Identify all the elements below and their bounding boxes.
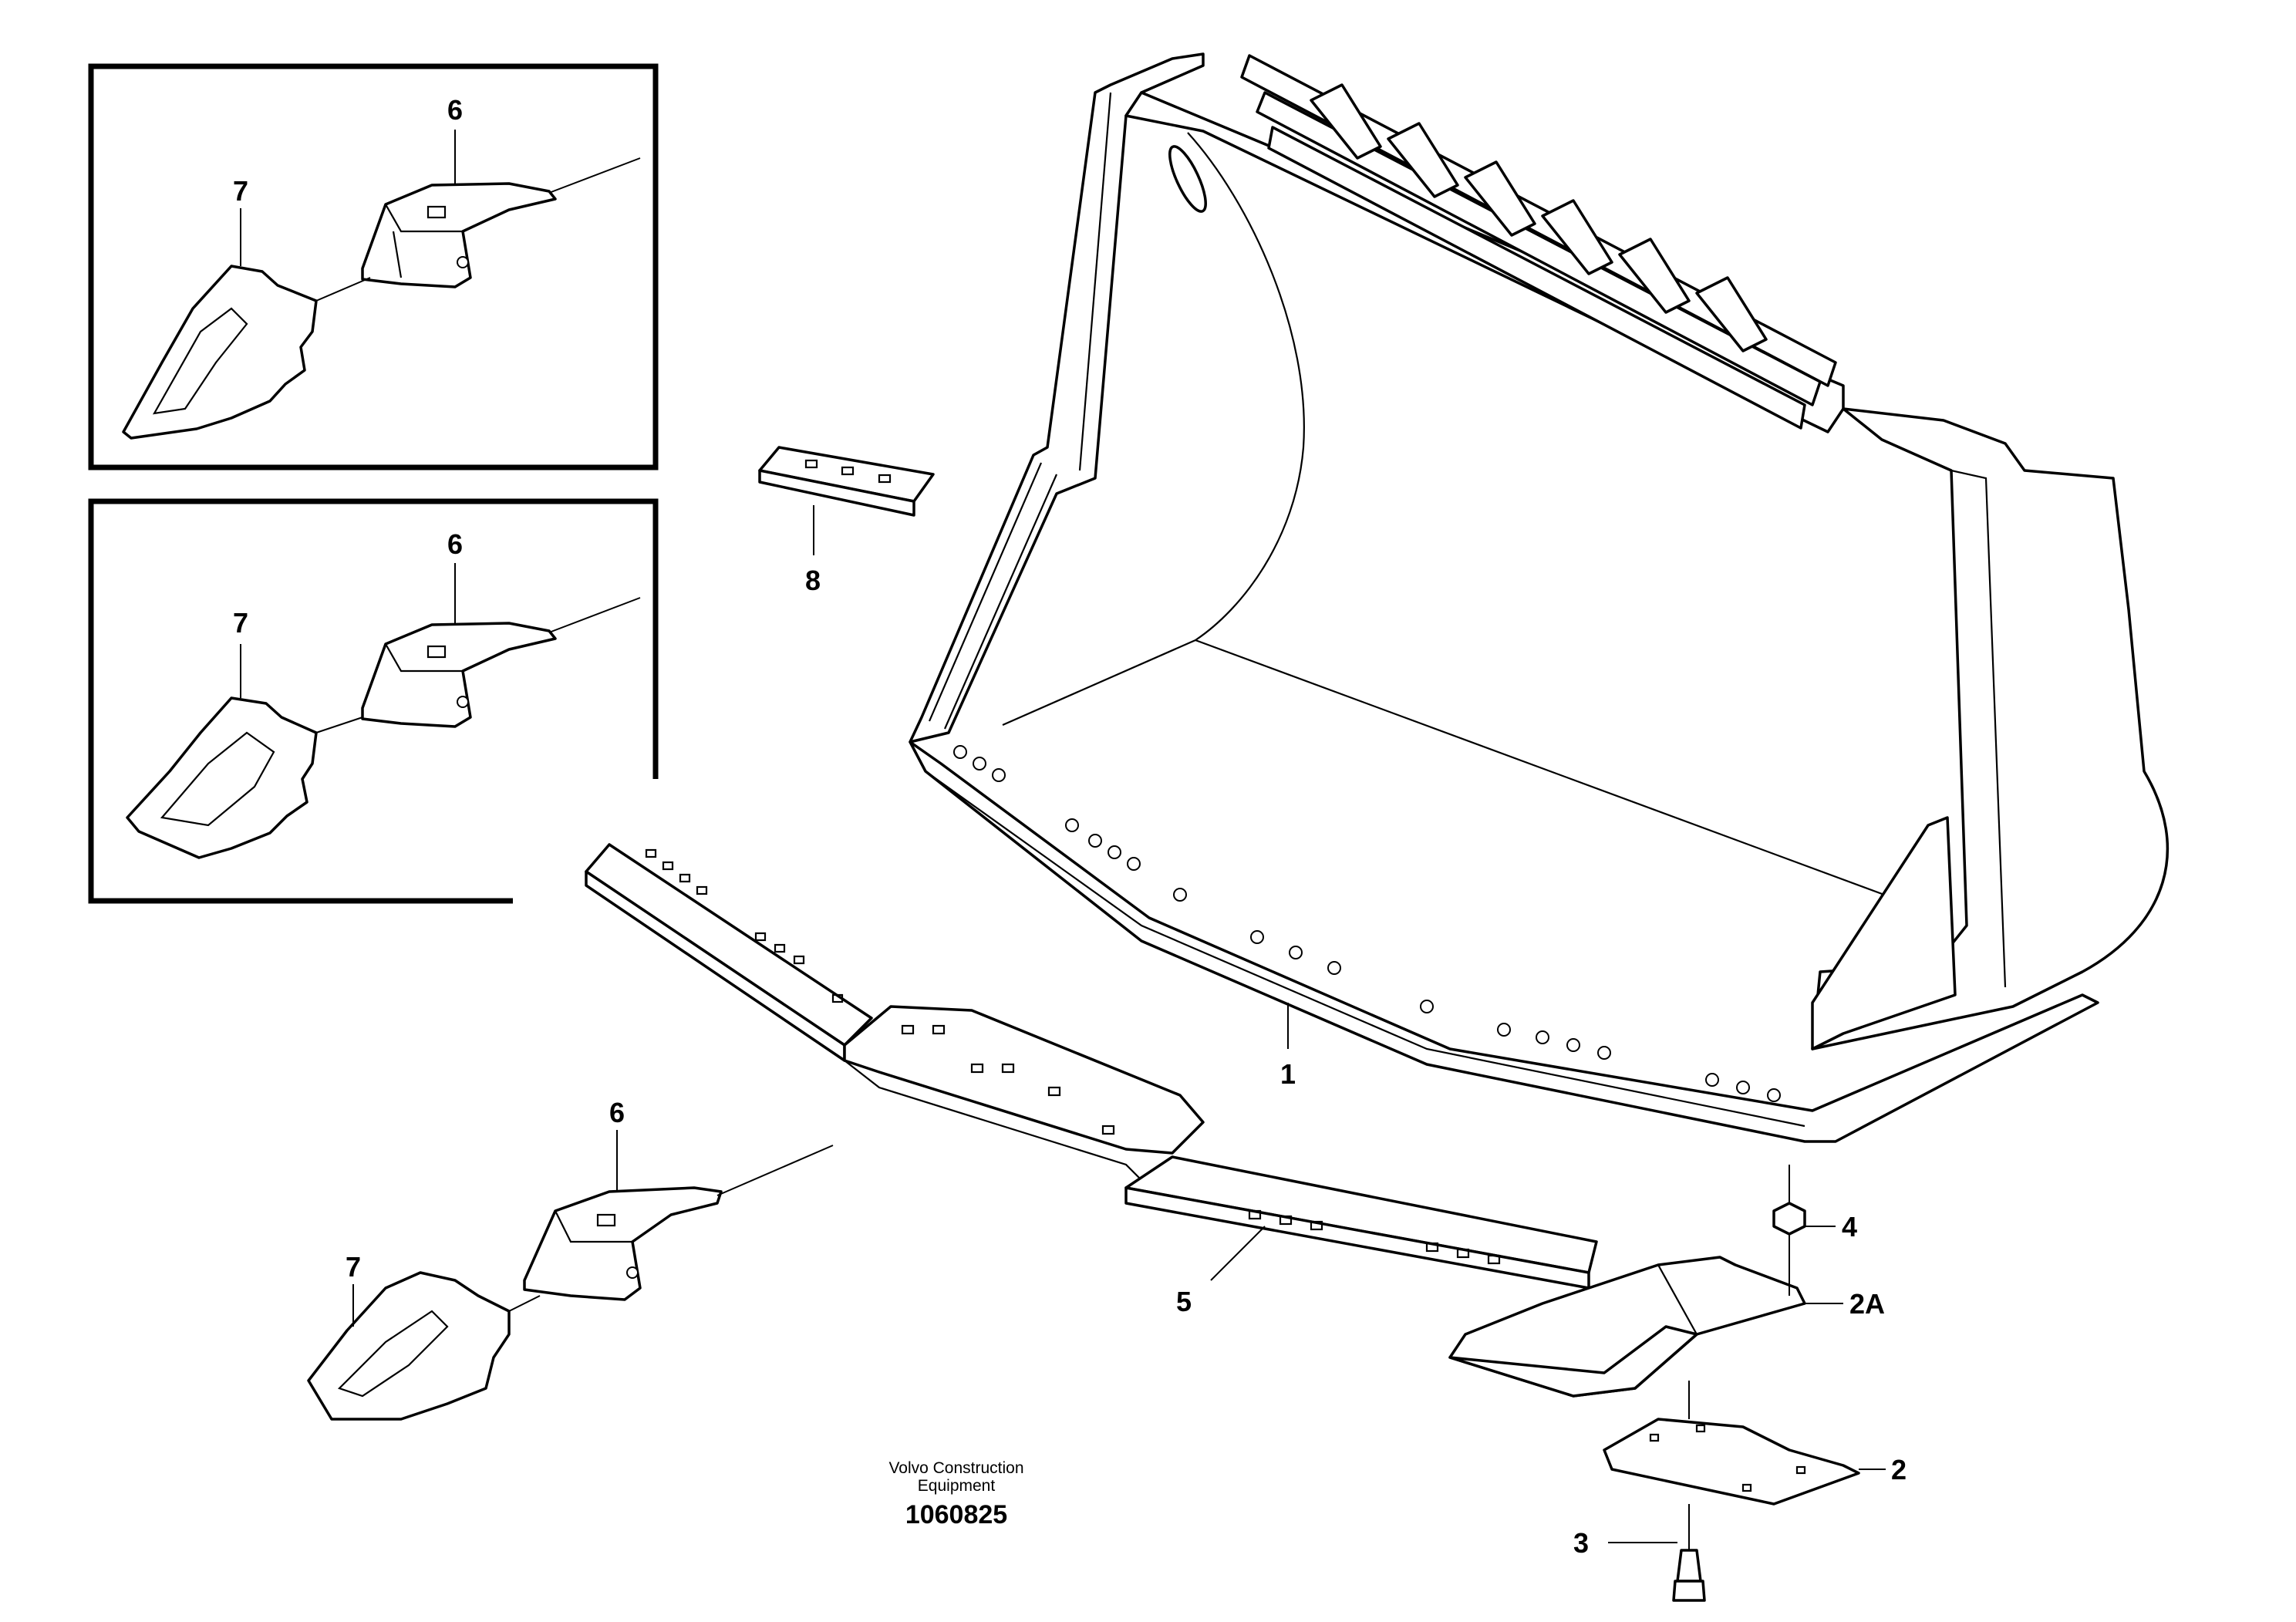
callout-tooth-bottom: 7 xyxy=(346,1251,361,1283)
tooth-assembly-middle xyxy=(126,597,641,859)
callout-bucket: 1 xyxy=(1280,1058,1296,1090)
bucket xyxy=(909,52,2169,1143)
caption-company-line2: Equipment xyxy=(918,1477,996,1495)
callout-segment: 8 xyxy=(805,565,821,596)
inset-box-top xyxy=(88,63,659,470)
callout-tooth-adapter-middle: 6 xyxy=(447,528,463,560)
callout-tooth-top: 7 xyxy=(233,175,248,207)
inset-box-middle xyxy=(88,498,659,904)
drawing-number: 1060825 xyxy=(905,1500,1007,1529)
segment-part xyxy=(758,446,935,555)
nut xyxy=(1772,1165,1806,1296)
drawing-caption: Volvo Construction Equipment 1060825 xyxy=(888,1459,1023,1529)
tooth-assembly-top xyxy=(122,157,641,440)
corner-wear-plate xyxy=(1448,1256,1806,1398)
wear-plate xyxy=(1603,1381,1860,1506)
callout-tooth-adapter-bottom: 6 xyxy=(609,1097,625,1128)
callout-cutting-edge: 5 xyxy=(1176,1286,1192,1317)
bolt xyxy=(1672,1504,1706,1602)
caption-company-line1: Volvo Construction xyxy=(888,1459,1023,1477)
hinge-assembly xyxy=(1240,54,1837,430)
callout-nut: 4 xyxy=(1842,1211,1857,1243)
callout-tooth-adapter-top: 6 xyxy=(447,94,463,126)
callout-leaders xyxy=(240,130,1886,1543)
tooth-assembly-bottom xyxy=(307,1145,834,1421)
callouts: 6 7 6 7 8 1 6 7 5 4 2A 2 3 xyxy=(233,94,1907,1559)
callout-corner-wear-plate: 2A xyxy=(1849,1288,1885,1320)
callout-bolt: 3 xyxy=(1573,1527,1589,1559)
callout-tooth-middle: 7 xyxy=(233,607,248,639)
callout-wear-plate: 2 xyxy=(1891,1454,1907,1485)
cutting-edge xyxy=(585,843,1598,1290)
